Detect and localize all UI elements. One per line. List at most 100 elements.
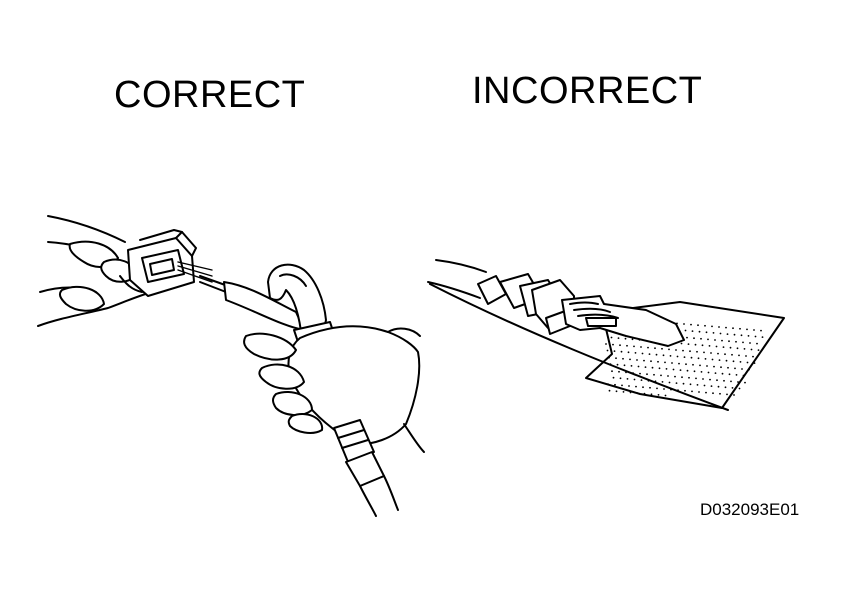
cloth-dot bbox=[748, 368, 750, 371]
cloth-dot bbox=[668, 381, 671, 384]
cloth-dot bbox=[711, 358, 714, 361]
cloth-dot bbox=[726, 333, 729, 335]
cloth-dot bbox=[616, 363, 619, 366]
cloth-dot bbox=[605, 343, 607, 345]
cloth-dot bbox=[650, 360, 652, 363]
cloth-dot bbox=[683, 323, 685, 325]
cloth-dot bbox=[614, 383, 616, 386]
cloth-dot bbox=[671, 362, 673, 364]
cloth-dot bbox=[642, 386, 644, 389]
cloth-dot bbox=[661, 381, 664, 383]
cloth-dot bbox=[689, 383, 692, 386]
incorrect-illustration bbox=[427, 259, 785, 411]
cloth-dot bbox=[646, 373, 648, 376]
cloth-dot bbox=[742, 341, 744, 344]
correct-label: CORRECT bbox=[114, 74, 306, 116]
cloth-dot bbox=[711, 325, 713, 328]
cloth-dot bbox=[712, 332, 715, 334]
cloth-dot bbox=[615, 390, 618, 393]
cloth-dot bbox=[621, 384, 623, 387]
cloth-dot bbox=[619, 377, 622, 380]
cloth-dot bbox=[683, 356, 686, 358]
cloth-dot bbox=[692, 363, 694, 366]
cloth-dot bbox=[629, 358, 631, 361]
cloth-dot bbox=[693, 337, 695, 340]
bench-edge bbox=[429, 283, 729, 411]
cloth-dot bbox=[720, 366, 722, 369]
cloth-dot bbox=[680, 342, 683, 345]
cloth-dot bbox=[610, 336, 613, 339]
cloth-dot bbox=[622, 357, 624, 360]
cloth-dot bbox=[682, 349, 684, 352]
cloth-dot bbox=[694, 343, 697, 346]
cloth-dot bbox=[739, 361, 742, 363]
cloth-dot bbox=[725, 326, 727, 329]
cloth-dot bbox=[730, 380, 732, 383]
cloth-dot bbox=[640, 379, 643, 381]
cloth-dot bbox=[657, 394, 660, 396]
cloth-dot bbox=[661, 347, 663, 350]
cloth-dot bbox=[619, 344, 621, 347]
cloth-dot bbox=[636, 359, 638, 361]
cloth-dot bbox=[658, 367, 661, 370]
cloth-dot bbox=[752, 355, 754, 358]
cloth-dot bbox=[627, 351, 630, 354]
cloth-dot bbox=[608, 356, 610, 359]
cloth-dot bbox=[709, 378, 711, 381]
cloth-dot bbox=[750, 348, 753, 351]
cloth-dot bbox=[684, 329, 687, 332]
cloth-dot bbox=[631, 338, 634, 341]
cloth-dot bbox=[608, 389, 611, 392]
air-jet bbox=[177, 261, 213, 283]
cloth-dot bbox=[644, 366, 647, 368]
cloth-dot bbox=[732, 360, 735, 363]
wiping-hand bbox=[561, 295, 685, 347]
cloth-dot bbox=[633, 345, 635, 348]
left-hand bbox=[37, 215, 153, 327]
cloth-dot bbox=[691, 390, 693, 393]
cloth-dot bbox=[612, 343, 614, 346]
cloth-dot bbox=[630, 365, 633, 367]
cloth-dot bbox=[681, 376, 683, 379]
cloth-dot bbox=[693, 370, 696, 373]
cloth-dot bbox=[721, 372, 724, 375]
cloth-dot bbox=[737, 381, 739, 383]
cloth-dot bbox=[729, 346, 732, 349]
figure-id: D032093E01 bbox=[700, 500, 800, 519]
cloth-dot bbox=[613, 350, 616, 352]
cloth-dot bbox=[756, 342, 758, 345]
cloth-dot bbox=[731, 387, 734, 389]
cloth-dot bbox=[703, 384, 706, 387]
cloth-dot bbox=[626, 344, 628, 347]
cloth-dot bbox=[624, 337, 627, 340]
cloth-dot bbox=[746, 361, 749, 364]
cloth-dot bbox=[675, 349, 677, 351]
air-hose bbox=[333, 419, 399, 517]
right-hand bbox=[243, 325, 425, 453]
cloth-dot bbox=[761, 336, 764, 338]
cloth-dot bbox=[655, 353, 658, 356]
cloth-dot bbox=[620, 350, 623, 353]
cloth-dot bbox=[628, 385, 630, 387]
cloth-dot bbox=[647, 346, 649, 349]
cloth-dot bbox=[690, 356, 693, 359]
cloth-dot bbox=[735, 374, 738, 376]
cloth-dot bbox=[696, 350, 698, 353]
cloth-dot bbox=[691, 330, 694, 332]
cloth-dot bbox=[697, 357, 700, 360]
cloth-dot bbox=[728, 340, 730, 343]
cloth-dot bbox=[754, 335, 757, 338]
cloth-dot bbox=[740, 334, 743, 337]
cloth-dot bbox=[641, 352, 644, 355]
cloth-dot bbox=[744, 381, 746, 384]
cloth-dot bbox=[732, 327, 734, 330]
cloth-dot bbox=[629, 391, 632, 394]
cloth-dot bbox=[667, 375, 669, 377]
cloth-dot bbox=[643, 359, 645, 362]
cloth-dot bbox=[725, 359, 728, 362]
cloth-dot bbox=[689, 350, 691, 353]
cloth-dot bbox=[623, 364, 626, 367]
cloth-dot bbox=[741, 368, 743, 370]
cloth-dot bbox=[731, 353, 733, 356]
cloth-dot bbox=[687, 343, 690, 345]
